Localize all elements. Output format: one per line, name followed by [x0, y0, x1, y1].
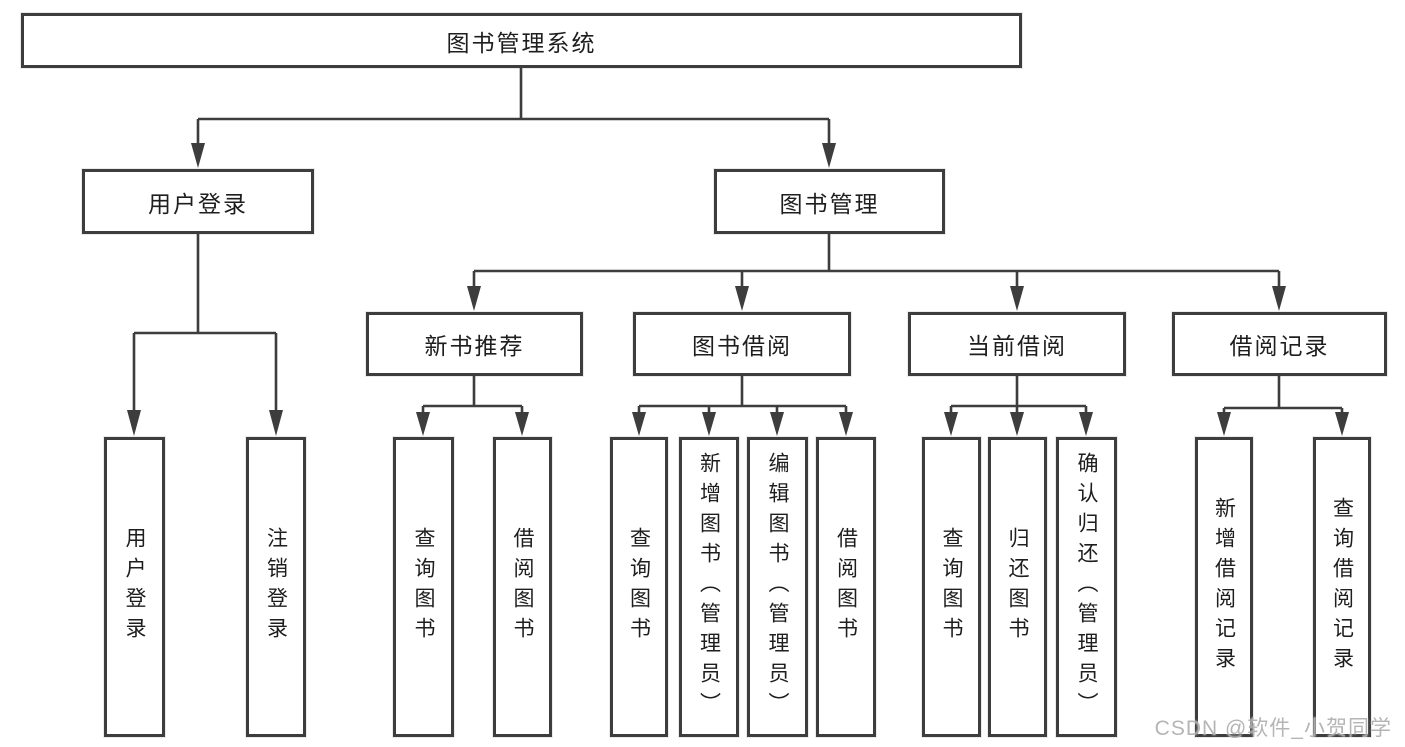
- connector-borrow-records-branch: [1217, 376, 1349, 436]
- leaf-label: 归还图书: [1006, 527, 1029, 647]
- leaf-label: 注销登录: [264, 527, 288, 647]
- leaf-current-return-books: 归还图书: [988, 437, 1047, 737]
- node-borrow-records: 借阅记录: [1172, 312, 1387, 376]
- leaf-label: 用户登录: [123, 527, 146, 647]
- watermark: CSDN @软件_小贺同学: [1154, 717, 1392, 740]
- leaf-borrow-query-books: 查询图书: [610, 437, 668, 737]
- leaf-logout: 注销登录: [246, 437, 306, 737]
- node-current-borrow: 当前借阅: [908, 312, 1126, 376]
- connector-book-mgmt-branch: [467, 234, 1286, 311]
- arrowhead: [127, 410, 141, 436]
- node-new-book-recommend: 新书推荐: [366, 312, 583, 376]
- connector-new-book-branch: [416, 376, 529, 436]
- leaf-label: 查询图书: [412, 527, 435, 647]
- arrowhead: [839, 412, 853, 436]
- leaf-borrow-borrow-books: 借阅图书: [816, 437, 876, 737]
- connector-current-borrow-branch: [944, 376, 1093, 436]
- leaf-newbook-query-books: 查询图书: [393, 437, 454, 737]
- node-user-login: 用户登录: [82, 169, 314, 234]
- arrowhead: [702, 412, 716, 436]
- arrowhead: [191, 143, 205, 168]
- node-library-system: 图书管理系统: [21, 13, 1022, 68]
- arrowhead: [1335, 412, 1349, 436]
- arrowhead: [416, 412, 430, 436]
- leaf-records-query-record: 查询借阅记录: [1313, 437, 1371, 737]
- leaf-borrow-edit-books-admin: 编辑图书（管理员）: [747, 437, 808, 737]
- leaf-label: 查询图书: [627, 527, 651, 647]
- arrowhead: [1079, 412, 1093, 436]
- arrowhead: [1272, 286, 1286, 311]
- leaf-label: 查询图书: [940, 527, 963, 647]
- leaf-newbook-borrow-books: 借阅图书: [493, 437, 552, 737]
- leaf-current-query-books: 查询图书: [922, 437, 981, 737]
- connector-book-borrow-branch: [632, 376, 853, 436]
- leaf-current-confirm-return-admin: 确认归还（管理员）: [1056, 437, 1117, 737]
- arrowhead: [944, 412, 958, 436]
- leaf-label: 新增图书（管理员）: [697, 452, 721, 722]
- arrowhead: [735, 286, 749, 311]
- leaf-label: 确认归还（管理员）: [1075, 452, 1098, 722]
- arrowhead: [632, 412, 646, 436]
- arrowhead: [822, 143, 836, 168]
- arrowhead: [1010, 286, 1024, 311]
- leaf-label: 借阅图书: [834, 527, 858, 647]
- arrowhead: [269, 410, 283, 436]
- arrowhead: [770, 412, 784, 436]
- arrowhead: [1217, 412, 1231, 436]
- leaf-records-add-record: 新增借阅记录: [1195, 437, 1253, 737]
- leaf-borrow-add-books-admin: 新增图书（管理员）: [679, 437, 739, 737]
- node-book-borrow: 图书借阅: [633, 312, 851, 376]
- connector-user-login-branch: [127, 234, 283, 436]
- arrowhead: [515, 412, 529, 436]
- node-book-management: 图书管理: [714, 169, 945, 234]
- leaf-label: 借阅图书: [511, 527, 534, 647]
- arrowhead: [467, 286, 481, 311]
- arrowhead: [1010, 412, 1024, 436]
- leaf-label: 编辑图书（管理员）: [766, 452, 789, 722]
- leaf-label: 查询借阅记录: [1330, 497, 1354, 677]
- leaf-user-login: 用户登录: [104, 437, 165, 737]
- connector-root-branch: [191, 68, 836, 168]
- leaf-label: 新增借阅记录: [1212, 497, 1236, 677]
